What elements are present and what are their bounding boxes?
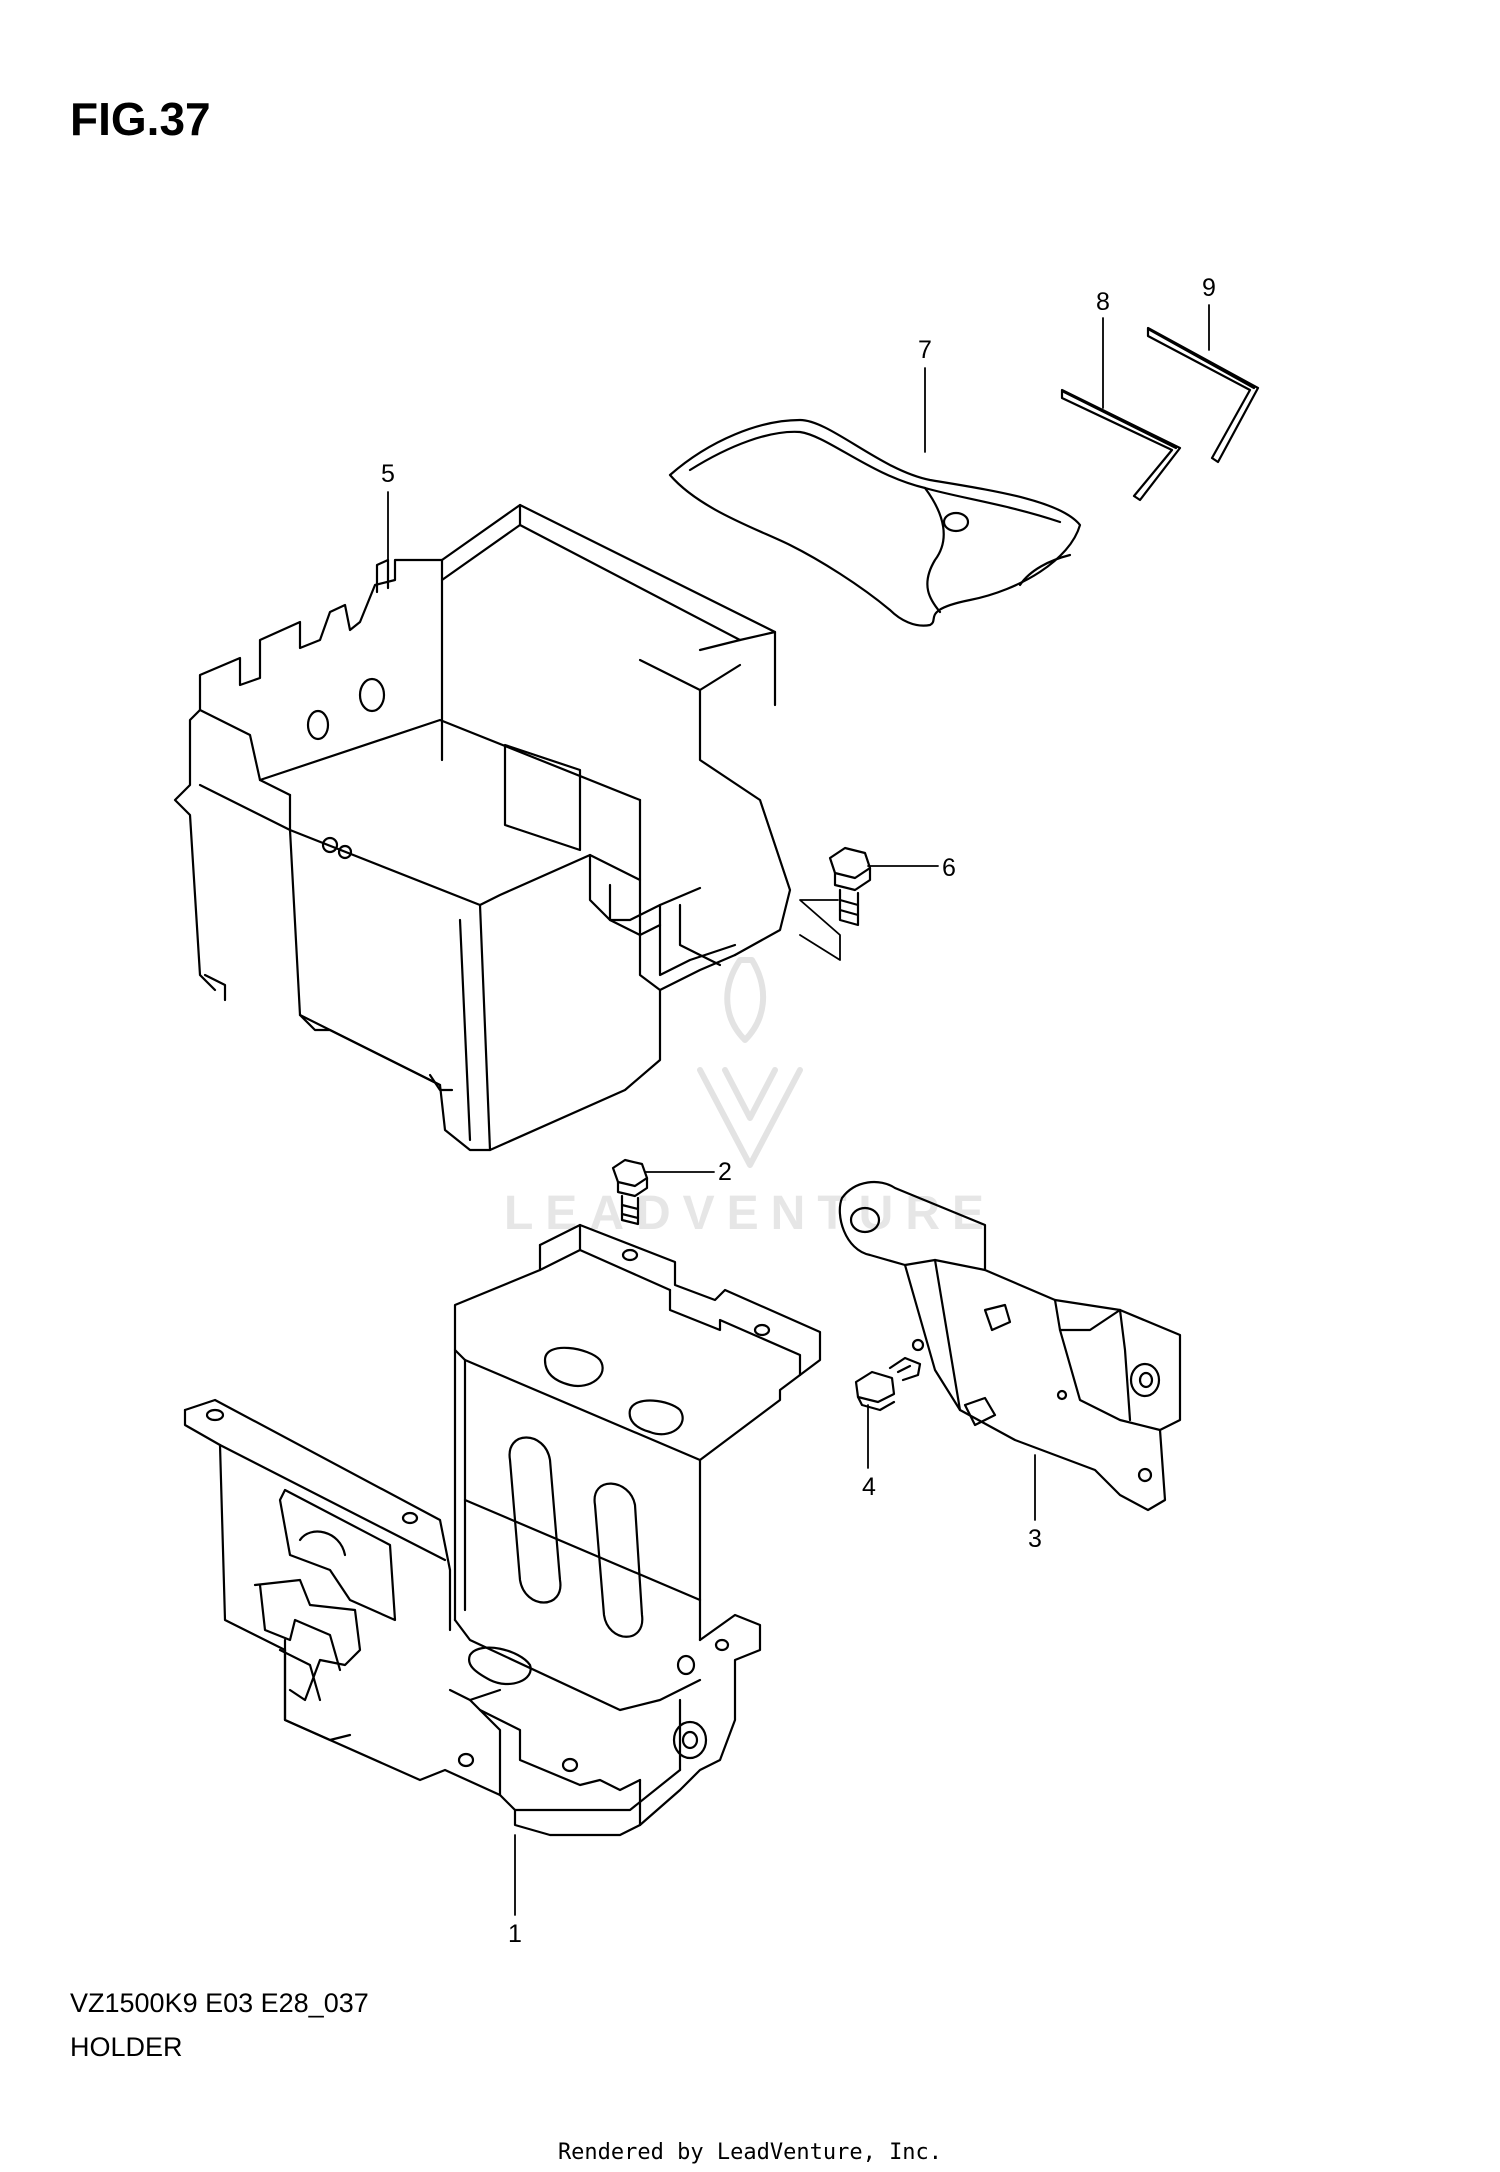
callout-4: 4 <box>862 1473 876 1501</box>
callout-9: 9 <box>1202 274 1216 302</box>
callout-1: 1 <box>508 1920 522 1948</box>
callout-8: 8 <box>1096 288 1110 316</box>
figure-title: FIG.37 <box>70 93 211 145</box>
watermark-emblem <box>697 957 803 1168</box>
part-2-bolt <box>611 1158 649 1226</box>
part-5-battery-case <box>173 503 792 1152</box>
leader-lines <box>387 304 1210 1916</box>
part-3-bracket <box>838 1181 1182 1512</box>
callout-3: 3 <box>1028 1525 1042 1553</box>
callout-2: 2 <box>718 1158 732 1186</box>
part-8-hex-wrench <box>1060 388 1182 502</box>
callout-6: 6 <box>942 854 956 882</box>
part-7-battery-pad <box>668 418 1082 627</box>
callout-7: 7 <box>918 336 932 364</box>
footer-credit: Rendered by LeadVenture, Inc. <box>557 2140 943 2165</box>
part-1-holder-frame <box>183 1223 822 1837</box>
section-name: HOLDER <box>70 2032 183 2062</box>
watermark: LEADVENTURE <box>503 1187 997 1240</box>
part-4-bolt <box>854 1356 922 1412</box>
leader-line-6 <box>799 865 939 961</box>
model-code: VZ1500K9 E03 E28_037 <box>70 1988 369 2018</box>
part-9-hex-wrench <box>1146 326 1260 464</box>
callout-5: 5 <box>381 460 395 488</box>
callout-labels: 1 2 3 4 5 6 7 8 9 <box>381 274 1216 1948</box>
part-6-bolt <box>828 846 872 927</box>
